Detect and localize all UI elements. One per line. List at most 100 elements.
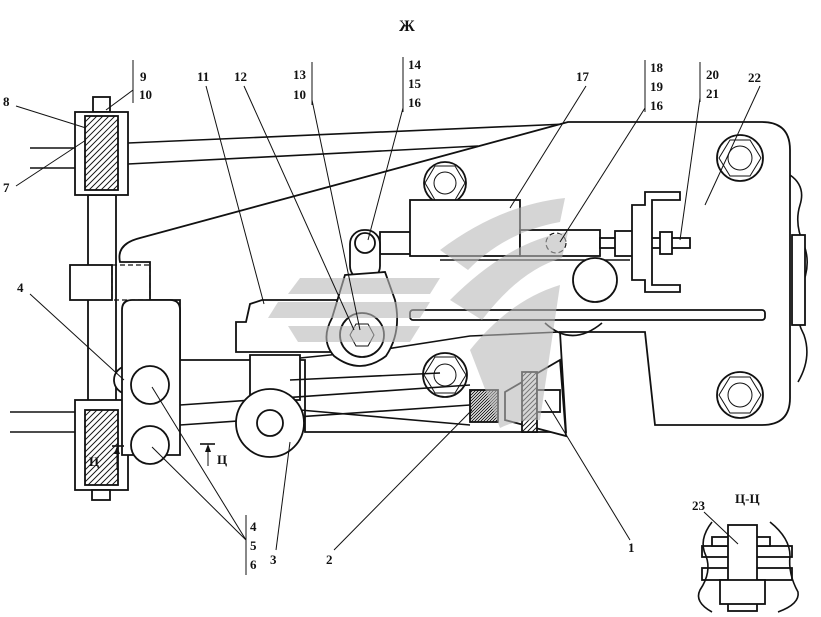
linkage-bars	[179, 372, 471, 426]
hatch-line	[84, 115, 92, 123]
leader	[151, 446, 247, 541]
hatch-line	[84, 448, 119, 483]
callout-label: 16	[408, 95, 422, 110]
callout-label: 15	[408, 76, 422, 91]
hatch-line	[112, 184, 119, 191]
callout-label: 11	[197, 69, 209, 84]
leader	[311, 99, 361, 331]
hatch-line	[469, 389, 474, 394]
rod-edge	[127, 123, 567, 144]
hatch-line	[469, 389, 486, 406]
watermark-sweep	[450, 232, 568, 320]
hatch-line	[84, 124, 119, 159]
watermark-bar	[288, 278, 440, 294]
callout-label: 3	[270, 552, 277, 567]
hatch-line	[94, 166, 119, 191]
section-nut	[719, 579, 766, 605]
rod-edge	[127, 145, 479, 165]
callout-label: 5	[250, 538, 257, 553]
hatch-line	[84, 115, 104, 135]
leader	[243, 85, 355, 331]
leader	[105, 89, 134, 111]
leader	[205, 85, 265, 305]
middle-block-hidden	[111, 264, 151, 301]
hatch-line	[469, 389, 483, 403]
arrow-head-icon	[205, 444, 211, 452]
watermark-sweep	[440, 198, 565, 270]
leader	[151, 386, 247, 541]
callout-label: 18	[650, 60, 664, 75]
hatch-line	[111, 478, 119, 486]
hatch-line	[100, 172, 119, 191]
arrow-head-icon	[114, 446, 120, 454]
hatch-line	[469, 389, 480, 400]
hatch-line	[526, 421, 538, 433]
callout-label: 9	[140, 69, 147, 84]
hatch-line	[84, 442, 119, 477]
hatch-line	[84, 136, 119, 171]
watermark-bar	[288, 326, 420, 342]
callout-label: 22	[748, 70, 761, 85]
hatch-line	[84, 412, 119, 447]
hatch-line	[105, 472, 119, 486]
callout-label: 20	[706, 67, 719, 82]
roller-3	[235, 388, 305, 458]
hatch-line	[84, 409, 104, 429]
hatch-line	[88, 160, 119, 191]
callout-label: 10	[293, 87, 306, 102]
callout-label: 10	[139, 87, 152, 102]
callout-label: 12	[234, 69, 247, 84]
middle-block	[69, 264, 113, 301]
leader	[15, 105, 87, 129]
hatch-line	[84, 436, 119, 471]
link-bar-edge	[179, 404, 471, 426]
callout-label: 1	[628, 540, 635, 555]
hatch-line	[84, 409, 116, 441]
link-bar-edge	[179, 384, 471, 406]
hatch-line	[99, 466, 119, 486]
leader	[544, 399, 631, 541]
top-bolt	[92, 96, 111, 113]
callout-label: 21	[706, 86, 719, 101]
callout-label: 6	[250, 557, 257, 572]
section-mark-right: Ц	[217, 452, 227, 467]
section-cut-markers: Ц Ц	[89, 443, 227, 470]
callout-label: 17	[576, 69, 590, 84]
link-bar-edge	[289, 372, 441, 381]
hatch-line	[84, 115, 98, 129]
hatch-line	[531, 426, 538, 433]
hatch-line	[84, 424, 119, 459]
nut-icon	[716, 371, 764, 419]
section-break-right	[769, 521, 799, 613]
housing-hole	[572, 257, 618, 303]
hatch-line	[106, 178, 119, 191]
bracket	[631, 191, 681, 293]
bottom-bolt	[91, 489, 111, 501]
nut-icon	[716, 134, 764, 182]
fastening-nuts	[422, 134, 764, 419]
callout-labels: 9 10 8 7 4 11 12 13 10 14 15 16 17 18 19…	[3, 57, 761, 572]
edge-insert	[791, 234, 806, 326]
section-break-left	[697, 521, 713, 613]
leader-lines	[15, 57, 761, 575]
leader	[703, 511, 739, 545]
callout-label: 2	[326, 552, 333, 567]
leader	[275, 441, 291, 551]
callout-label: 16	[650, 98, 664, 113]
hatch-line	[84, 154, 119, 189]
hatch-line	[93, 460, 119, 486]
hatch-line	[84, 409, 92, 417]
callout-label: 19	[650, 79, 664, 94]
hatch-line	[469, 389, 489, 409]
leader	[367, 107, 404, 241]
section-title: Ц-Ц	[735, 491, 760, 506]
leader	[679, 97, 701, 241]
hatch-line	[84, 409, 98, 423]
guide-slot	[409, 309, 766, 321]
break-line	[789, 174, 808, 383]
leader	[704, 85, 761, 206]
link-pin	[354, 232, 376, 254]
hatch-line	[84, 118, 119, 153]
link-bar-edge	[299, 409, 471, 426]
